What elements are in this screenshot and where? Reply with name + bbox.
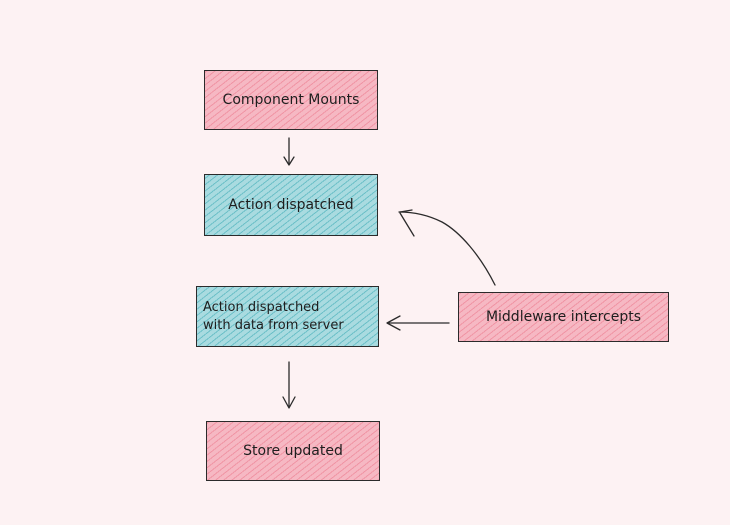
node-middleware-label: Middleware intercepts <box>485 309 642 325</box>
node-action-with-data-line1: Action dispatched <box>203 299 320 315</box>
arrow-mounts-to-dispatched <box>283 137 295 166</box>
node-action-dispatched-label: Action dispatched <box>228 197 354 213</box>
node-middleware-intercepts: Middleware intercepts <box>458 292 669 342</box>
node-component-mounts: Component Mounts <box>204 70 378 130</box>
arrow-with-data-to-store <box>282 361 296 409</box>
node-action-dispatched-with-data: Action dispatched with data from server <box>196 286 379 347</box>
node-action-with-data-line2: with data from server <box>203 317 344 333</box>
arrow-middleware-to-dispatched <box>398 209 496 286</box>
node-component-mounts-label: Component Mounts <box>222 92 360 108</box>
node-store-updated-label: Store updated <box>243 443 343 459</box>
node-action-dispatched: Action dispatched <box>204 174 378 236</box>
arrow-middleware-to-with-data <box>386 315 450 331</box>
node-store-updated: Store updated <box>206 421 380 481</box>
